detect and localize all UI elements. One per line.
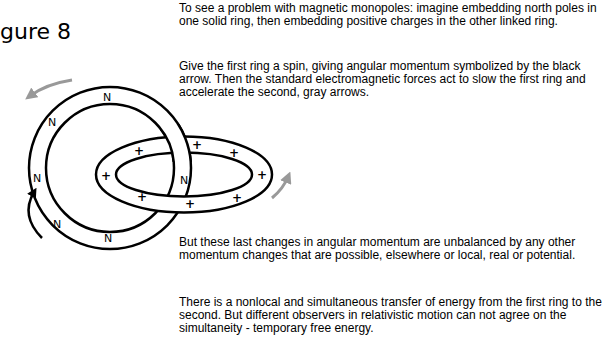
positive-charge: + [229, 147, 239, 159]
positive-charge: + [232, 192, 242, 204]
ring-band [160, 124, 191, 162]
figure-title: gure 8 [0, 20, 71, 44]
positive-charge: + [192, 139, 202, 151]
ring-crossing [160, 124, 191, 162]
explanation-text: But these last changes in angular moment… [179, 236, 607, 262]
positive-charge: + [134, 145, 144, 157]
north-pole: N [53, 219, 61, 230]
positive-charge: + [257, 169, 267, 181]
north-pole: N [103, 92, 111, 103]
north-pole: N [48, 117, 56, 128]
north-pole: N [33, 173, 41, 184]
accelerate-arrow [272, 177, 288, 198]
explanation-text: To see a problem with magnetic monopoles… [179, 2, 607, 28]
spin-arrow [29, 192, 42, 238]
positive-charge: + [185, 198, 195, 210]
positive-charge: + [137, 191, 147, 203]
explanation-text: Give the first ring a spin, giving angul… [179, 60, 607, 99]
explanation-text: There is a nonlocal and simultaneous tra… [179, 296, 607, 335]
north-pole: N [104, 233, 112, 244]
north-pole: N [180, 175, 188, 186]
slow-arrow [30, 80, 72, 96]
positive-charge: + [101, 170, 111, 182]
